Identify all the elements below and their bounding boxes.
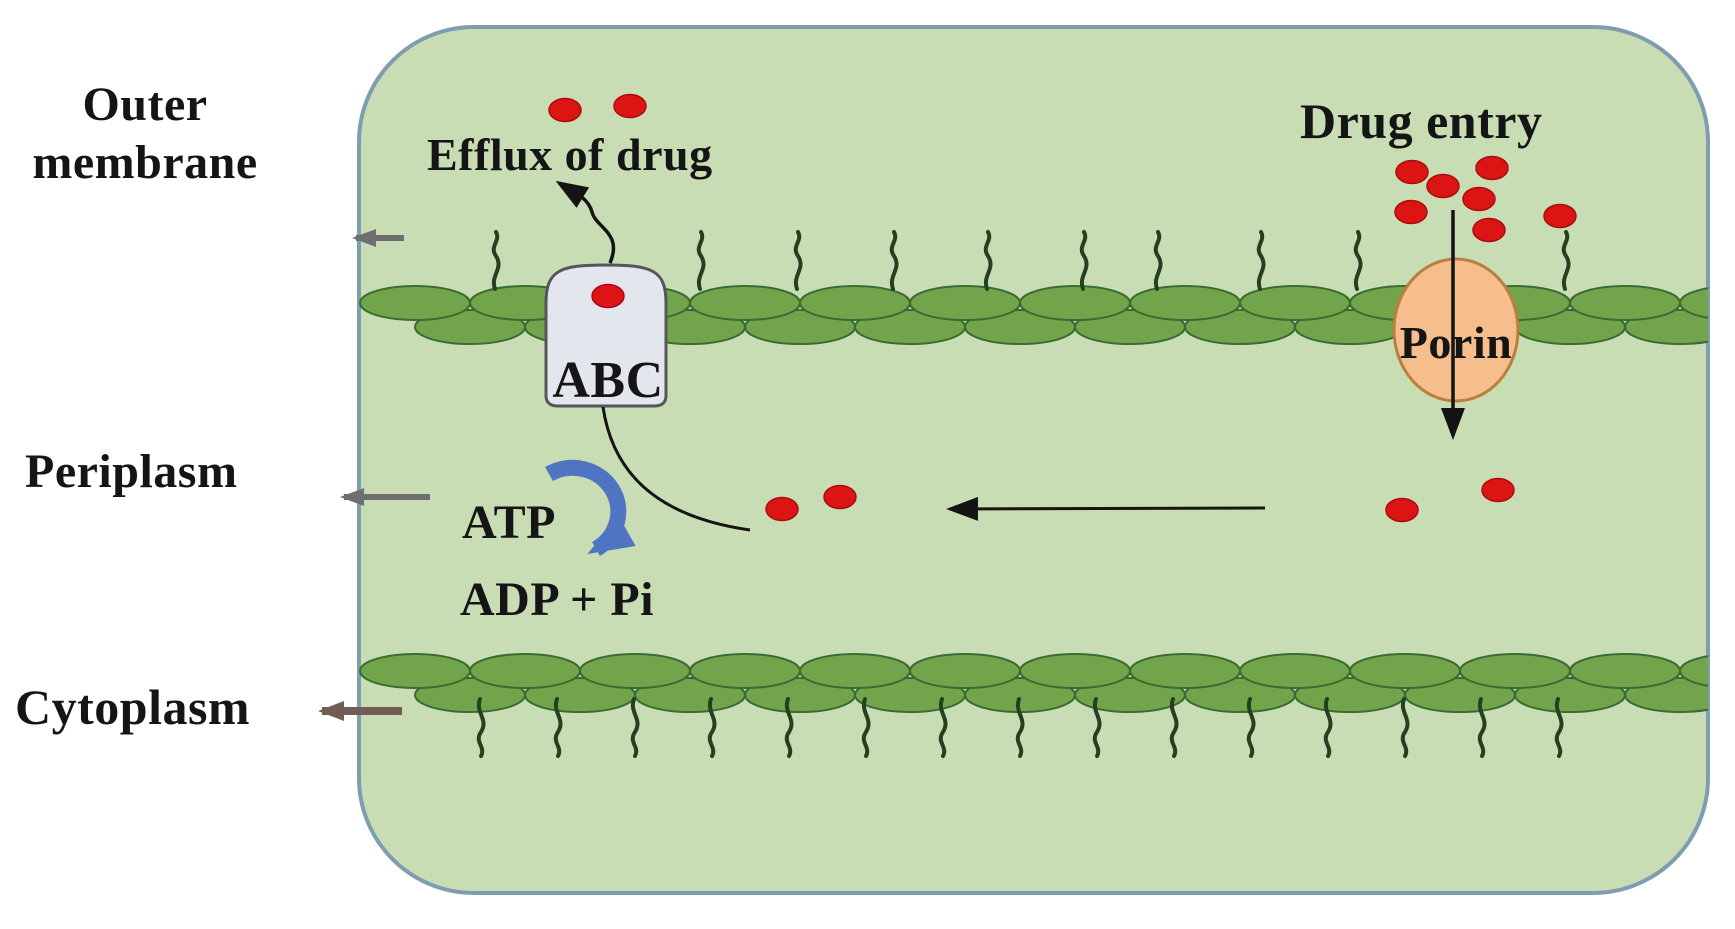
lipid-tail xyxy=(1153,230,1163,291)
lipid-head xyxy=(1569,653,1681,689)
lipid-tail xyxy=(861,697,871,758)
lipid-tail xyxy=(696,230,706,291)
lipid-head xyxy=(1129,653,1241,689)
efflux-arrow xyxy=(555,180,616,264)
lipid-tail xyxy=(630,697,640,758)
lipid-tail xyxy=(1353,230,1363,291)
lipid-tail xyxy=(1323,697,1333,758)
lipid-head xyxy=(359,285,471,321)
drug-dot-entry-cluster xyxy=(1426,173,1460,199)
lipid-tail xyxy=(784,697,794,758)
lipid-tail xyxy=(707,697,717,758)
lipid-head xyxy=(1239,653,1351,689)
atp-hydrolysis-arrow xyxy=(545,459,636,556)
drug-dot-entry-cluster xyxy=(1395,159,1429,185)
lipid-tail xyxy=(1169,697,1179,758)
porin-channel xyxy=(1392,257,1520,403)
lipid-head xyxy=(1019,285,1131,321)
lipid-head xyxy=(1679,653,1708,689)
periplasm-label: Periplasm xyxy=(25,445,238,498)
drug-dot-entry-cluster xyxy=(1394,199,1428,225)
lipid-tail xyxy=(476,697,486,758)
efflux-of-drug-label: Efflux of drug xyxy=(427,129,713,180)
lipid-tail xyxy=(983,230,993,291)
abc-transporter-label: ABC xyxy=(552,352,664,409)
adp-pi-label: ADP + Pi xyxy=(460,573,655,626)
lipid-head xyxy=(1679,285,1708,321)
drug-dot-periplasm-transport xyxy=(765,496,799,522)
lipid-tail xyxy=(1015,697,1025,758)
lipid-head xyxy=(799,285,911,321)
lipid-tail xyxy=(1561,230,1571,291)
atp-label: ATP xyxy=(462,496,556,549)
cytoplasmic-membrane-bilayer xyxy=(359,653,1708,758)
drug-dot-entry-cluster xyxy=(1475,155,1509,181)
lipid-tail xyxy=(1092,697,1102,758)
lipid-tail xyxy=(1400,697,1410,758)
outer-membrane-label-line1: Outer xyxy=(82,78,208,131)
drug-dot-entry-cluster xyxy=(1462,186,1496,212)
drug-dot-periplasm-entry xyxy=(1385,497,1419,523)
lipid-tail xyxy=(1554,697,1564,758)
lipid-head xyxy=(909,653,1021,689)
lipid-tail xyxy=(553,697,563,758)
cytoplasm-label: Cytoplasm xyxy=(15,679,251,735)
drug-dot-periplasm-entry xyxy=(1481,477,1515,503)
lipid-head xyxy=(1349,653,1461,689)
lipid-tail xyxy=(1246,697,1256,758)
lipid-tail xyxy=(1256,230,1266,291)
lipid-head xyxy=(1019,653,1131,689)
drug-dot-in-transporter xyxy=(591,283,625,309)
lipid-tail xyxy=(793,230,803,291)
drug-entry-label: Drug entry xyxy=(1300,93,1543,149)
lipid-head xyxy=(689,285,801,321)
drug-dot-periplasm-transport xyxy=(823,484,857,510)
lipid-tail xyxy=(1477,697,1487,758)
lipid-head xyxy=(1569,285,1681,321)
lipid-tail xyxy=(889,230,899,291)
drug-to-transporter-path xyxy=(601,406,751,532)
lipid-head xyxy=(909,285,1021,321)
lipid-tail xyxy=(1079,230,1089,291)
lipid-head xyxy=(579,653,691,689)
drug-dot-entry-cluster xyxy=(1543,203,1577,229)
lipid-head xyxy=(689,653,801,689)
abc-transporter xyxy=(544,263,668,408)
lipid-tail xyxy=(938,697,948,758)
outer-membrane-label: Outer membrane xyxy=(10,76,280,191)
porin-label: Porin xyxy=(1399,317,1513,368)
lipid-head xyxy=(469,653,581,689)
lipid-tail xyxy=(491,230,501,291)
drug-molecules xyxy=(548,93,1577,523)
lipid-head xyxy=(359,653,471,689)
periplasm-transport-arrow xyxy=(946,496,1266,521)
lipid-head xyxy=(799,653,911,689)
lipid-head xyxy=(1129,285,1241,321)
drug-dot-entry-cluster xyxy=(1472,217,1506,243)
outer-membrane-label-line2: membrane xyxy=(32,135,258,189)
lipid-head xyxy=(1239,285,1351,321)
drug-dot-effluxed xyxy=(613,93,647,119)
lipid-head xyxy=(1459,653,1571,689)
drug-dot-effluxed xyxy=(548,97,582,123)
